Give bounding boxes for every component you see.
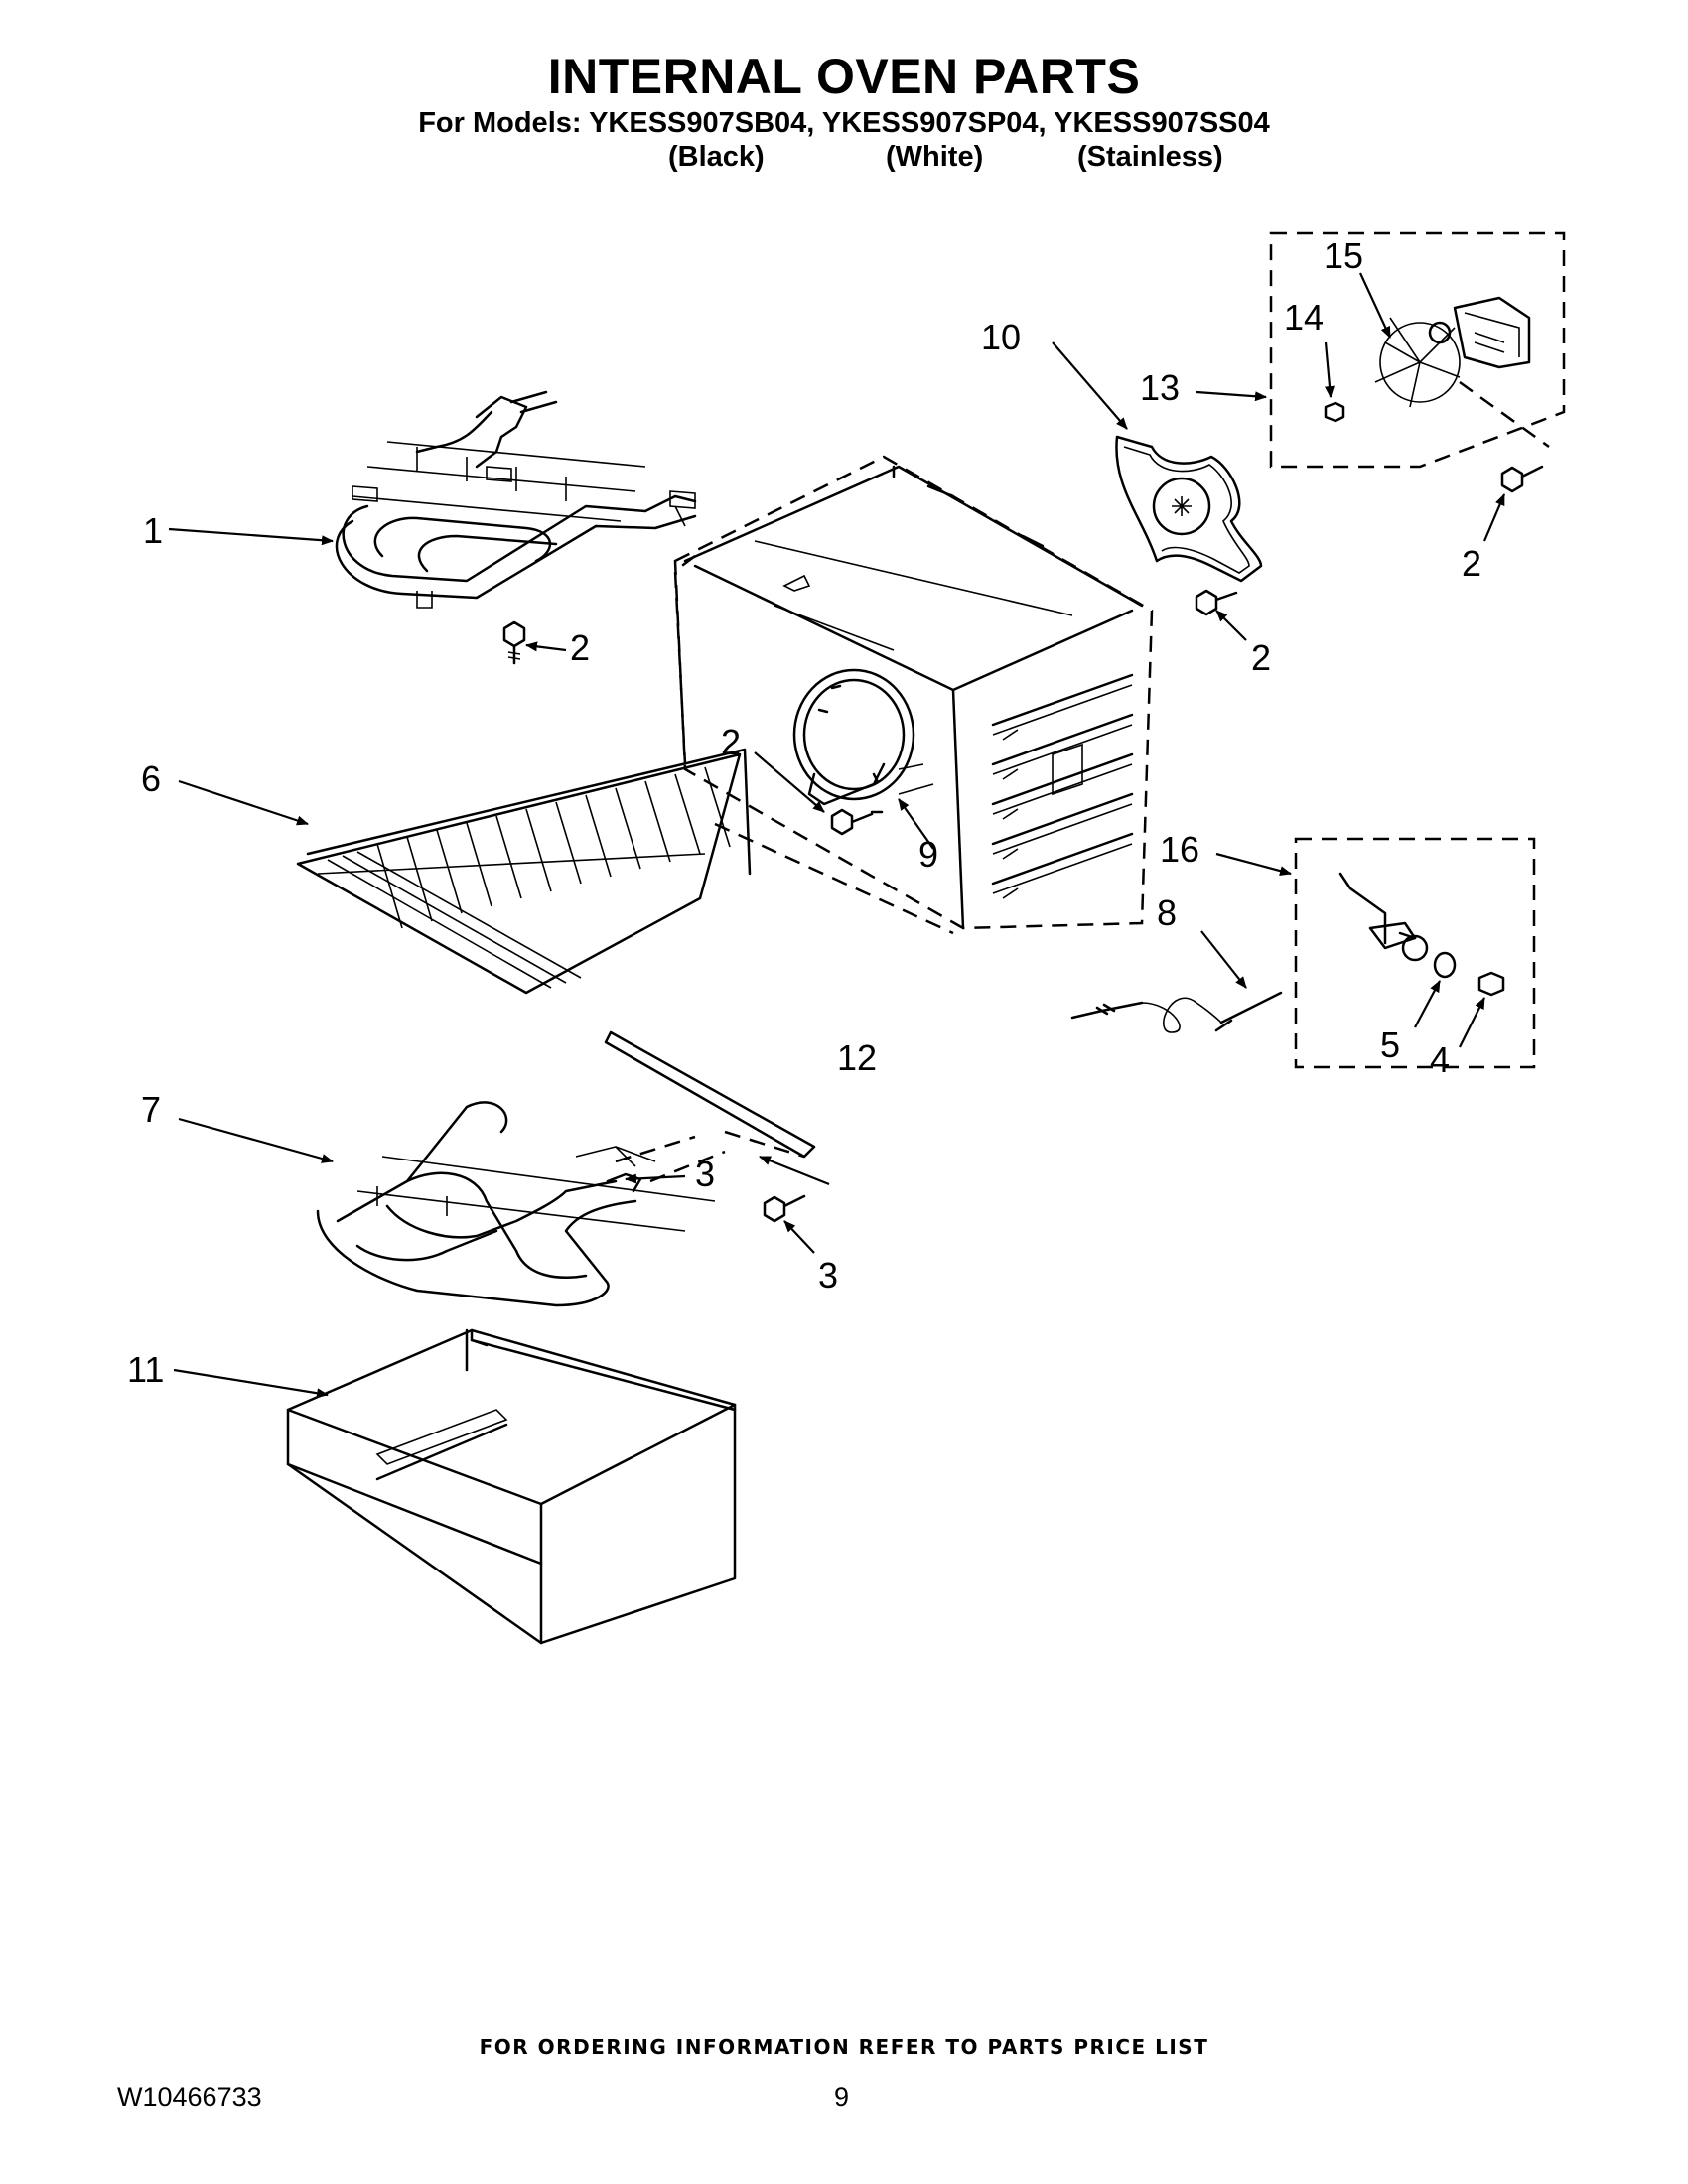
callout-4: 4 (1430, 1039, 1450, 1080)
callout-8: 8 (1157, 892, 1177, 933)
variant-black: (Black) (668, 141, 765, 173)
convection-element-drawing (792, 668, 934, 806)
callout-3-terminal: 3 (695, 1154, 715, 1194)
callout-2-fan-cover-screw: 2 (1251, 637, 1271, 678)
oven-cavity-drawing (673, 455, 1154, 935)
callout-labels: 1 2 2 2 2 3 3 4 5 6 7 8 9 10 11 12 13 14… (127, 235, 1481, 1390)
callout-12: 12 (837, 1037, 877, 1078)
callout-2-convection-screw: 2 (721, 722, 741, 762)
fan-cover-drawing (1115, 435, 1263, 583)
oven-rack-drawing (296, 748, 752, 995)
callout-9: 9 (918, 834, 938, 875)
element-bracket-drawing (604, 1030, 816, 1183)
callout-13: 13 (1140, 367, 1180, 408)
callout-3-screw: 3 (818, 1255, 838, 1296)
page-title: INTERNAL OVEN PARTS (547, 49, 1141, 104)
variant-white: (White) (886, 141, 984, 173)
callout-5: 5 (1380, 1024, 1400, 1065)
callout-6: 6 (141, 758, 161, 799)
meat-probe-drawing (1070, 991, 1283, 1033)
callout-15: 15 (1324, 235, 1363, 276)
page-number: 9 (834, 2082, 850, 2112)
convection-fan-kit-drawing (1269, 231, 1566, 469)
variant-stainless: (Stainless) (1077, 141, 1223, 173)
models-line: For Models: YKESS907SB04, YKESS907SP04, … (418, 107, 1270, 139)
temperature-sensor-kit-drawing (1294, 837, 1536, 1069)
callout-10: 10 (981, 317, 1021, 357)
callout-16: 16 (1160, 829, 1199, 870)
oven-bottom-tray-drawing (286, 1328, 737, 1645)
callout-14: 14 (1284, 297, 1324, 338)
leader-lines (168, 272, 1506, 1399)
callout-2-fan-kit-screw: 2 (1462, 543, 1481, 584)
broil-element-drawing (335, 390, 697, 665)
callout-2-broil-screw: 2 (570, 627, 590, 668)
callout-1: 1 (143, 510, 163, 551)
callout-7: 7 (141, 1089, 161, 1130)
screws-drawing (763, 465, 1544, 1223)
bake-element-drawing (316, 1101, 716, 1307)
document-number: W10466733 (117, 2082, 262, 2112)
callout-11: 11 (127, 1349, 164, 1390)
ordering-note: FOR ORDERING INFORMATION REFER TO PARTS … (479, 2035, 1209, 2059)
